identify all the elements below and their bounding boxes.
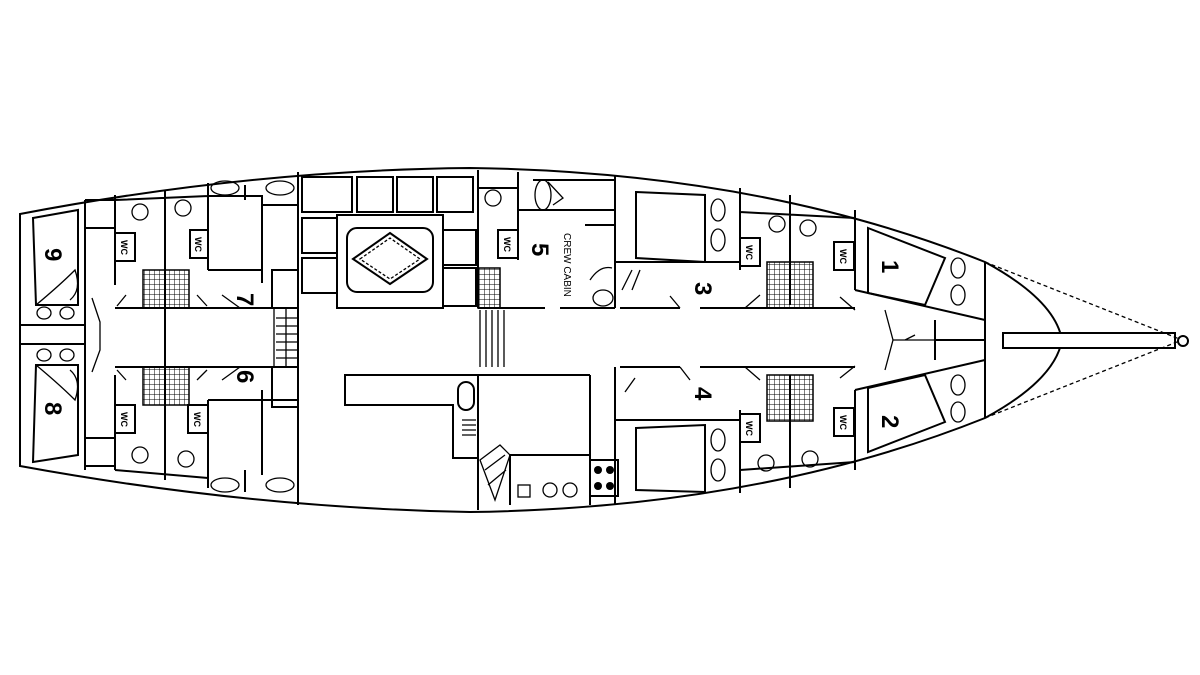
cabin-number-8: 8 [39,402,66,415]
wc-label: WC [193,237,203,252]
bowsprit-tip [1177,335,1189,347]
bed-3 [635,190,706,264]
cabin-9: 9 [31,208,79,320]
bed-1 [867,226,947,307]
wc-label: WC [838,415,848,430]
wc-label: WC [744,421,754,436]
toilets [131,189,819,472]
forestay-top [984,261,1183,341]
shower-grid [142,366,190,406]
shower-grid [142,269,190,309]
cabin-number-6: 6 [231,370,258,383]
cabin-number-5: 5 [526,243,553,256]
wc-label: WC [744,245,754,260]
shower-grid [477,267,501,309]
bowsprit [1002,332,1176,349]
shower-grid [766,261,814,309]
bed-4 [635,423,706,494]
saloon-seating [301,176,477,307]
wc-label: WC [192,412,202,427]
shower-grid [766,374,814,422]
wc-label: WC [502,237,512,252]
cabin-number-4: 4 [689,387,716,401]
cabin-number-9: 9 [39,248,66,261]
wc-label: WC [119,240,129,255]
forestay-bottom [984,339,1183,419]
saloon-table [336,214,444,309]
wc-label: WC [119,412,129,427]
bed-2 [867,373,947,454]
wc-label: WC [838,249,848,264]
crew-cabin-label: CREW CABIN [561,233,572,297]
wc-boxes: WC WC WC WC WC WC WC WC WC [114,229,855,443]
cabin-number-1: 1 [876,260,903,273]
cabin-number-2: 2 [876,415,903,428]
cabin-number-7: 7 [231,293,258,306]
cabin-number-3: 3 [689,282,716,295]
cabin-8: 8 [31,348,79,464]
